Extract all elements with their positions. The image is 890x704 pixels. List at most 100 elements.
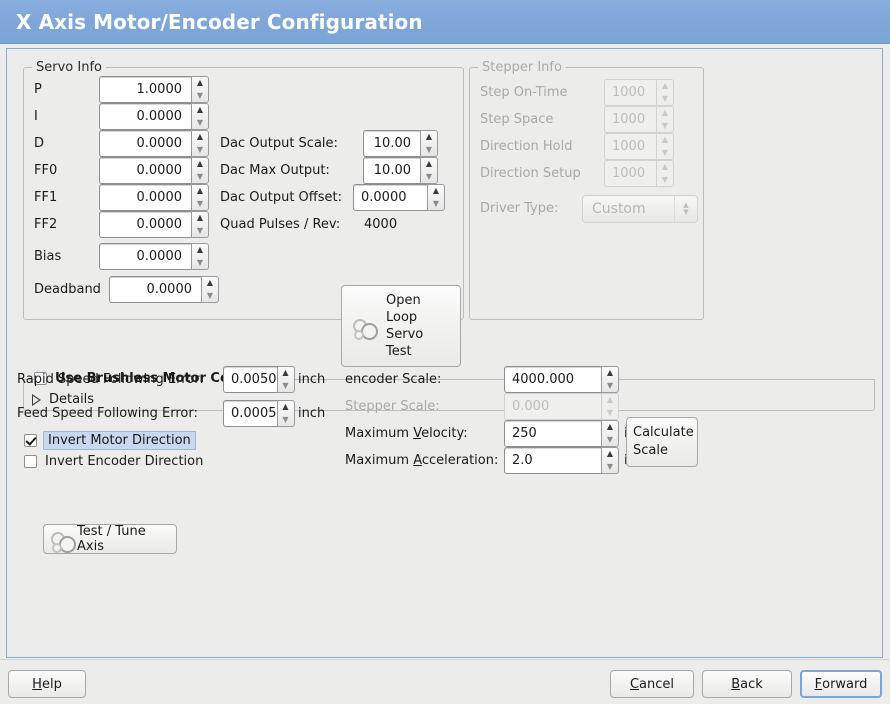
spin-deadband[interactable]: 0.0000 ▲▼ — [109, 276, 219, 303]
spin-up-icon[interactable]: ▲ — [606, 368, 614, 378]
spin-encoder-scale[interactable]: 4000.000 ▲▼ — [504, 366, 619, 393]
spin-ff0-buttons[interactable]: ▲▼ — [191, 157, 209, 184]
spin-encoder-scale-buttons[interactable]: ▲▼ — [601, 366, 619, 393]
spin-up-icon[interactable]: ▲ — [196, 213, 204, 223]
spin-step-space: 1000 ▲▼ — [604, 106, 674, 133]
open-loop-servo-test-button[interactable]: Open Loop Servo Test — [341, 285, 461, 367]
spin-ff2[interactable]: 0.0000 ▲▼ — [99, 211, 209, 238]
spin-d[interactable]: 0.0000 ▲▼ — [99, 130, 209, 157]
spin-bias-buttons[interactable]: ▲▼ — [191, 243, 209, 270]
spin-bias[interactable]: 0.0000 ▲▼ — [99, 243, 209, 270]
spin-up-icon[interactable]: ▲ — [282, 402, 289, 412]
spin-down-icon[interactable]: ▼ — [196, 90, 204, 100]
spin-down-icon[interactable]: ▼ — [606, 461, 614, 471]
spin-ff1-value[interactable]: 0.0000 — [99, 184, 191, 211]
details-label: Details — [49, 392, 95, 407]
spin-deadband-buttons[interactable]: ▲▼ — [201, 276, 219, 303]
spin-down-icon[interactable]: ▼ — [432, 198, 440, 208]
spin-maximum-acceleration-buttons[interactable]: ▲▼ — [601, 447, 619, 474]
spin-d-value[interactable]: 0.0000 — [99, 130, 191, 157]
spin-up-icon[interactable]: ▲ — [425, 159, 433, 169]
spin-maximum-acceleration[interactable]: 2.0 ▲▼ — [504, 447, 619, 474]
checkbox-box[interactable] — [24, 434, 37, 447]
spin-up-icon[interactable]: ▲ — [432, 186, 440, 196]
spin-down-icon[interactable]: ▼ — [425, 171, 433, 181]
spin-up-icon[interactable]: ▲ — [606, 449, 614, 459]
label-deadband: Deadband — [34, 282, 101, 297]
spin-ff1-buttons[interactable]: ▲▼ — [191, 184, 209, 211]
spin-dac-max-output[interactable]: 10.00 ▲▼ — [363, 157, 438, 184]
invert-motor-direction-checkbox[interactable]: Invert Motor Direction — [24, 431, 196, 450]
spin-feed-error-buttons[interactable]: ▲▼ — [276, 400, 295, 427]
chevron-right-icon[interactable] — [32, 393, 41, 406]
label-encoder-scale: encoder Scale: — [345, 372, 442, 387]
spin-i-buttons[interactable]: ▲▼ — [191, 103, 209, 130]
spin-down-icon[interactable]: ▼ — [196, 257, 204, 267]
spin-dac-output-offset-value[interactable]: 0.0000 — [353, 184, 427, 211]
spin-down-icon[interactable]: ▼ — [196, 144, 204, 154]
spin-d-buttons[interactable]: ▲▼ — [191, 130, 209, 157]
spin-ff2-value[interactable]: 0.0000 — [99, 211, 191, 238]
spin-down-icon[interactable]: ▼ — [606, 380, 614, 390]
spin-p-buttons[interactable]: ▲▼ — [191, 76, 209, 103]
spin-rapid-error-value[interactable]: 0.0050 — [223, 366, 277, 393]
spin-down-icon[interactable]: ▼ — [196, 198, 204, 208]
label-step-on-time: Step On-Time — [480, 85, 568, 100]
spin-down-icon[interactable]: ▼ — [282, 414, 289, 424]
spin-down-icon[interactable]: ▼ — [282, 380, 289, 390]
spin-maximum-acceleration-value[interactable]: 2.0 — [504, 447, 601, 474]
spin-dac-output-scale-buttons[interactable]: ▲▼ — [420, 130, 438, 157]
spin-dac-output-offset-buttons[interactable]: ▲▼ — [427, 184, 445, 211]
spin-down-icon[interactable]: ▼ — [206, 290, 214, 300]
spin-ff1[interactable]: 0.0000 ▲▼ — [99, 184, 209, 211]
checkbox-box[interactable] — [24, 455, 37, 468]
spin-ff2-buttons[interactable]: ▲▼ — [191, 211, 209, 238]
spin-down-icon[interactable]: ▼ — [196, 171, 204, 181]
spin-dac-output-scale[interactable]: 10.00 ▲▼ — [363, 130, 438, 157]
spin-p[interactable]: 1.0000 ▲▼ — [99, 76, 209, 103]
spin-bias-value[interactable]: 0.0000 — [99, 243, 191, 270]
spin-up-icon[interactable]: ▲ — [282, 368, 289, 378]
spin-up-icon[interactable]: ▲ — [196, 159, 204, 169]
spin-up-icon[interactable]: ▲ — [196, 78, 204, 88]
spin-ff0-value[interactable]: 0.0000 — [99, 157, 191, 184]
spin-down-icon[interactable]: ▼ — [425, 144, 433, 154]
spin-maximum-velocity-value[interactable]: 250 — [504, 420, 601, 447]
spin-up-icon[interactable]: ▲ — [196, 186, 204, 196]
checkbox-box[interactable] — [34, 372, 47, 385]
spin-dac-max-output-buttons[interactable]: ▲▼ — [420, 157, 438, 184]
spin-ff0[interactable]: 0.0000 ▲▼ — [99, 157, 209, 184]
spin-down-icon[interactable]: ▼ — [606, 434, 614, 444]
spin-down-icon[interactable]: ▼ — [196, 117, 204, 127]
spin-up-icon[interactable]: ▲ — [606, 422, 614, 432]
spin-feed-speed-following-error[interactable]: 0.0005 ▲▼ — [223, 400, 295, 427]
spin-dac-output-offset[interactable]: 0.0000 ▲▼ — [353, 184, 445, 211]
spin-maximum-velocity[interactable]: 250 ▲▼ — [504, 420, 619, 447]
spin-up-icon[interactable]: ▲ — [196, 245, 204, 255]
spin-rapid-speed-following-error[interactable]: 0.0050 ▲▼ — [223, 366, 295, 393]
spin-encoder-scale-value[interactable]: 4000.000 — [504, 366, 601, 393]
spin-deadband-value[interactable]: 0.0000 — [109, 276, 201, 303]
spin-p-value[interactable]: 1.0000 — [99, 76, 191, 103]
spin-down-icon[interactable]: ▼ — [196, 225, 204, 235]
details-disclosure[interactable]: Details — [32, 392, 94, 407]
spin-rapid-error-buttons[interactable]: ▲▼ — [276, 366, 295, 393]
spin-feed-error-value[interactable]: 0.0005 — [223, 400, 277, 427]
spin-maximum-velocity-buttons[interactable]: ▲▼ — [601, 420, 619, 447]
invert-encoder-direction-checkbox[interactable]: Invert Encoder Direction — [24, 454, 203, 469]
use-brushless-motor-control-checkbox[interactable]: Use Brushless Motor Control — [34, 371, 264, 386]
spin-dac-output-scale-value[interactable]: 10.00 — [363, 130, 420, 157]
spin-i[interactable]: 0.0000 ▲▼ — [99, 103, 209, 130]
spin-i-value[interactable]: 0.0000 — [99, 103, 191, 130]
calculate-scale-button[interactable]: Calculate Scale — [626, 417, 698, 467]
test-tune-axis-button[interactable]: Test / Tune Axis — [43, 524, 177, 554]
spin-up-icon[interactable]: ▲ — [196, 132, 204, 142]
spin-up-icon[interactable]: ▲ — [196, 105, 204, 115]
spin-up-icon[interactable]: ▲ — [425, 132, 433, 142]
spin-dac-max-output-value[interactable]: 10.00 — [363, 157, 420, 184]
spin-up-icon[interactable]: ▲ — [206, 278, 214, 288]
